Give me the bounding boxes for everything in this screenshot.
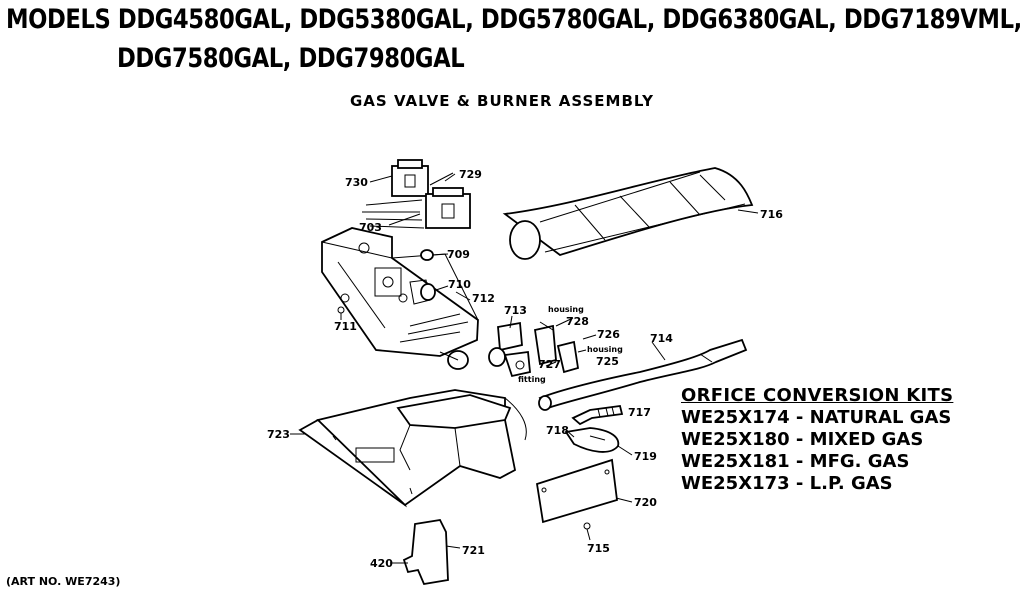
label-720: 720 <box>634 496 657 509</box>
cover-plate-720 <box>535 458 618 524</box>
label-717: 717 <box>628 406 651 419</box>
orifice-717 <box>571 405 624 426</box>
label-719: 719 <box>634 450 657 463</box>
label-703: 703 <box>359 221 382 234</box>
kit-item: WE25X180 - MIXED GAS <box>681 429 924 450</box>
label-714: 714 <box>650 332 673 345</box>
label-709: 709 <box>447 248 470 261</box>
coil-assembly-729 <box>362 159 471 229</box>
assembly-title: GAS VALVE & BURNER ASSEMBLY <box>350 92 654 110</box>
air-shutter-718 <box>564 427 620 453</box>
label-fitting: fitting <box>518 375 546 384</box>
kit-item: WE25X181 - MFG. GAS <box>681 451 910 472</box>
label-716: 716 <box>760 208 783 221</box>
label-728: 728 <box>566 315 589 328</box>
kits-title: ORFICE CONVERSION KITS <box>681 385 954 406</box>
label-housing-b: housing <box>587 345 623 354</box>
label-718: 718 <box>546 424 569 437</box>
label-420: 420 <box>370 557 393 570</box>
label-721: 721 <box>462 544 485 557</box>
label-725: 725 <box>596 355 619 368</box>
heat-shield-723 <box>298 389 527 508</box>
igniter-parts <box>488 321 587 378</box>
label-723: 723 <box>267 428 290 441</box>
label-710: 710 <box>448 278 471 291</box>
screw-715 <box>583 522 591 541</box>
label-housing-a: housing <box>548 305 584 314</box>
models-heading-line-2: DDG7580GAL, DDG7980GAL <box>117 43 465 74</box>
label-726: 726 <box>597 328 620 341</box>
burner-tube-716 <box>502 167 754 260</box>
label-727: 727 <box>538 358 561 371</box>
exploded-parts-diagram: 730 729 703 709 710 712 711 713 housing … <box>267 159 783 586</box>
label-729: 729 <box>459 168 482 181</box>
models-heading-line-1: MODELS DDG4580GAL, DDG5380GAL, DDG5780GA… <box>6 4 1022 35</box>
burner-rod-714 <box>538 338 748 411</box>
art-number: (ART NO. WE7243) <box>6 575 121 588</box>
bracket-721 <box>402 519 461 586</box>
kit-item: WE25X174 - NATURAL GAS <box>681 407 952 428</box>
label-730: 730 <box>345 176 368 189</box>
kit-item: WE25X173 - L.P. GAS <box>681 473 893 494</box>
label-713: 713 <box>504 304 527 317</box>
label-711: 711 <box>334 320 357 333</box>
orifice-conversion-kits: ORFICE CONVERSION KITS WE25X174 - NATURA… <box>681 385 953 495</box>
label-715: 715 <box>587 542 610 555</box>
label-712: 712 <box>472 292 495 305</box>
gas-valve-712 <box>321 227 479 370</box>
